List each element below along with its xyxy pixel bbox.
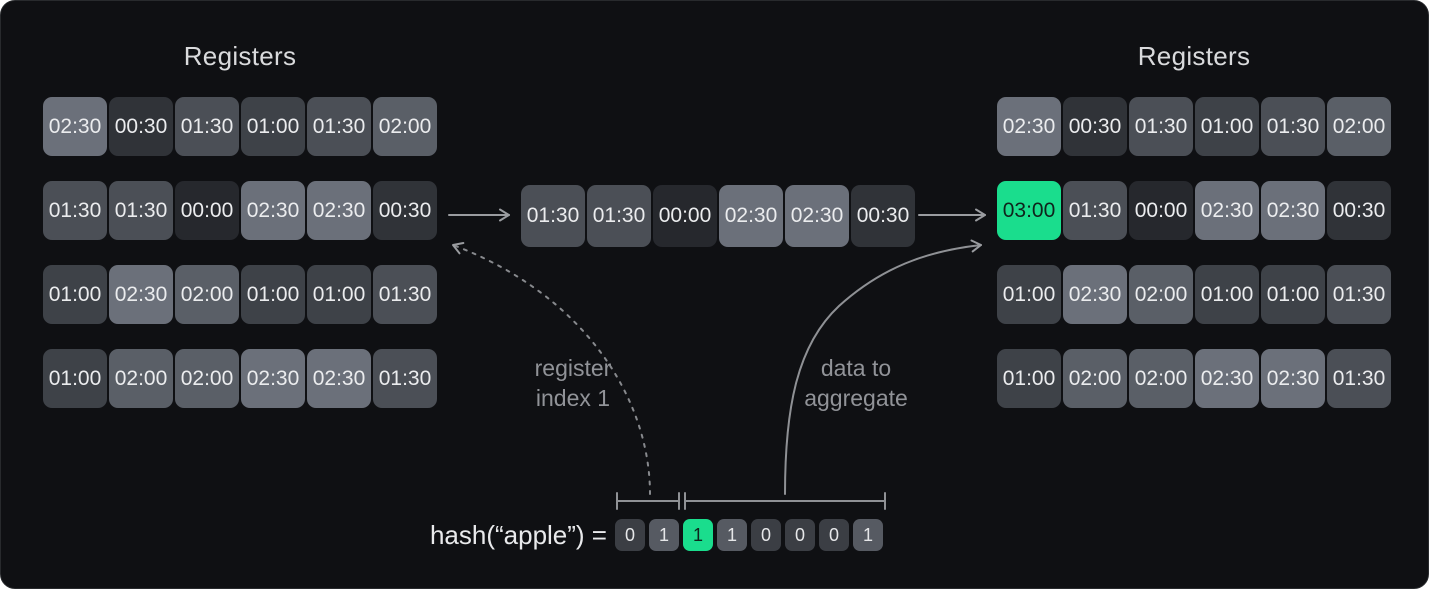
register-cell: 01:30 (587, 185, 651, 247)
register-cell: 02:30 (1261, 349, 1325, 408)
register-cell: 02:30 (307, 349, 371, 408)
register-cell: 02:00 (175, 349, 239, 408)
register-index-label: register index 1 (473, 353, 673, 413)
data-to-aggregate-label-line2: aggregate (804, 385, 908, 411)
register-cell: 02:30 (241, 349, 305, 408)
register-cell: 02:30 (307, 181, 371, 240)
register-cell: 00:30 (1063, 97, 1127, 156)
register-cell: 00:00 (653, 185, 717, 247)
register-cell: 02:00 (1063, 349, 1127, 408)
register-cell: 01:00 (241, 265, 305, 324)
register-cell: 02:30 (997, 97, 1061, 156)
register-cell: 00:30 (1327, 181, 1391, 240)
register-cell: 02:00 (373, 97, 437, 156)
bracket-data-bits (684, 492, 886, 510)
register-cell: 02:30 (43, 97, 107, 156)
register-cell: 01:30 (1129, 97, 1193, 156)
register-cell: 01:00 (1261, 265, 1325, 324)
register-cell: 01:00 (307, 265, 371, 324)
register-cell: 01:30 (373, 349, 437, 408)
register-cell: 01:00 (1195, 97, 1259, 156)
register-cell: 02:30 (109, 265, 173, 324)
register-cell: 00:00 (1129, 181, 1193, 240)
hash-bit: 0 (819, 519, 849, 551)
hash-bit: 1 (853, 519, 883, 551)
register-cell: 01:30 (521, 185, 585, 247)
register-cell: 01:30 (109, 181, 173, 240)
register-cell: 00:00 (175, 181, 239, 240)
hash-bit: 1 (717, 519, 747, 551)
register-cell: 02:30 (1063, 265, 1127, 324)
register-cell: 01:00 (43, 349, 107, 408)
register-cell: 01:00 (43, 265, 107, 324)
register-cell: 01:30 (1327, 265, 1391, 324)
hash-bit: 0 (785, 519, 815, 551)
register-cell: 01:00 (997, 349, 1061, 408)
register-cell: 02:00 (1327, 97, 1391, 156)
register-cell: 00:30 (851, 185, 915, 247)
register-cell: 01:30 (43, 181, 107, 240)
register-cell: 01:00 (997, 265, 1061, 324)
hash-bit-highlighted: 1 (683, 519, 713, 551)
bracket-register-index-bits (616, 492, 680, 510)
register-cell-highlighted: 03:00 (997, 181, 1061, 240)
left-registers-title: Registers (183, 41, 297, 71)
hash-bit: 0 (615, 519, 645, 551)
hash-expression-label: hash(“apple”) = (429, 520, 607, 550)
register-cell: 01:30 (1261, 97, 1325, 156)
register-cell: 01:30 (1327, 349, 1391, 408)
right-registers-title: Registers (1137, 41, 1251, 71)
register-cell: 02:30 (1195, 349, 1259, 408)
register-cell: 01:30 (1063, 181, 1127, 240)
register-cell: 01:30 (175, 97, 239, 156)
register-cell: 02:00 (1129, 265, 1193, 324)
register-cell: 02:30 (719, 185, 783, 247)
register-cell: 01:00 (1195, 265, 1259, 324)
hash-bit: 1 (649, 519, 679, 551)
register-cell: 00:30 (109, 97, 173, 156)
data-to-aggregate-label: data to aggregate (756, 353, 956, 413)
register-cell: 02:00 (109, 349, 173, 408)
register-cell: 02:00 (175, 265, 239, 324)
register-cell: 02:00 (1129, 349, 1193, 408)
register-cell: 02:30 (241, 181, 305, 240)
register-cell: 02:30 (1261, 181, 1325, 240)
register-cell: 01:30 (307, 97, 371, 156)
register-cell: 02:30 (1195, 181, 1259, 240)
register-cell: 01:00 (241, 97, 305, 156)
register-cell: 02:30 (785, 185, 849, 247)
register-index-label-line2: index 1 (535, 385, 611, 411)
register-cell: 01:30 (373, 265, 437, 324)
hash-bit: 0 (751, 519, 781, 551)
data-to-aggregate-label-line1: data to (820, 355, 892, 381)
register-index-label-line1: register (534, 355, 612, 381)
register-cell: 00:30 (373, 181, 437, 240)
